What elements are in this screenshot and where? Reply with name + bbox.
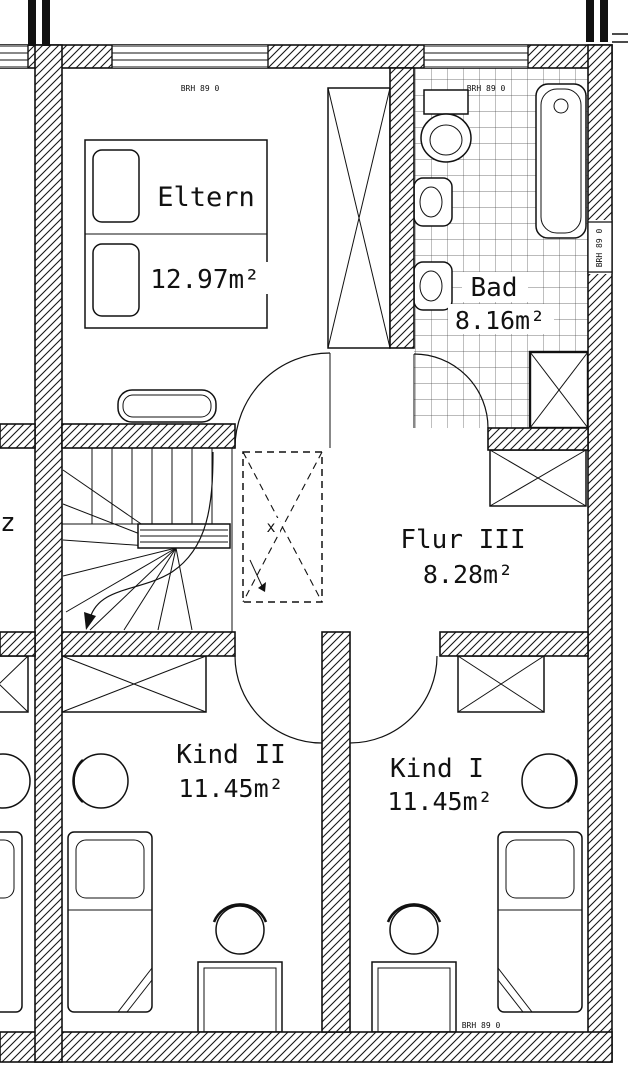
shower-icon (528, 350, 590, 430)
wall-bad-bottom (487, 427, 589, 451)
door-kind1 (349, 655, 438, 744)
eltern-double-bed (84, 139, 268, 329)
wall-flur-kind-right (439, 631, 589, 657)
flur-room-label: Flur III (400, 525, 525, 555)
kind2-area-label: 11.45m² (178, 774, 283, 803)
kind1-desk (371, 961, 457, 1033)
kind2-wardrobe (61, 655, 207, 713)
window-bad (423, 45, 529, 68)
door-kind2 (234, 655, 323, 744)
wall-eltern-bad (389, 67, 415, 349)
upper-wall-stubs (28, 0, 628, 46)
walls (0, 44, 613, 1063)
flur-wardrobe (489, 449, 587, 507)
eltern-wardrobe (327, 87, 391, 349)
stair-handrail (137, 523, 231, 549)
sink-upper-icon (413, 177, 453, 227)
wall-neighbor-lower (0, 631, 36, 657)
wall-neighbor-mid (0, 423, 36, 449)
brh-annotation-bottom: BRH 89 0 (462, 1021, 501, 1030)
kind2-room-label: Kind II (176, 740, 286, 770)
sink-lower-icon (413, 261, 453, 311)
eltern-area-label: 12.97m² (150, 265, 260, 295)
neighbor-wardrobe-partial (0, 655, 29, 713)
bad-room-label: Bad (471, 273, 518, 303)
eltern-bench (117, 389, 217, 423)
wall-eltern-bottom (61, 423, 236, 449)
shaft-x-mark: x (266, 518, 275, 536)
staircase (62, 448, 233, 632)
stair-direction-arrow (84, 612, 96, 630)
stair-walking-line (89, 451, 214, 619)
brh-annotation-bad: BRH 89 0 (467, 84, 506, 93)
kind2-desk-chair (212, 903, 268, 955)
neighbor-round-chair-partial (0, 753, 31, 809)
kind1-wardrobe (457, 655, 545, 713)
eltern-room-label: Eltern (157, 182, 255, 213)
door-eltern (234, 352, 331, 449)
flur-area-label: 8.28m² (423, 560, 513, 589)
shaft-arrow (258, 582, 266, 592)
neighbor-bed-partial (0, 831, 23, 1013)
window-neighbor (0, 45, 29, 68)
wall-party (34, 44, 63, 1063)
wall-kind-divider (321, 631, 351, 1033)
wall-right (587, 44, 613, 1063)
kind2-bed (67, 831, 153, 1013)
room-labels: Eltern 12.97m² Bad 8.16m² Flur III 8.28m… (140, 180, 554, 816)
kind1-room-label: Kind I (390, 754, 484, 784)
annotation-labels: BRH 89 0 BRH 89 0 BRH 89 0 BRH 89 0 z x (0, 84, 604, 1030)
shaft-dashed-outline (242, 451, 323, 603)
kind1-bed (497, 831, 583, 1013)
window-eltern (111, 45, 269, 68)
kind2-desk (197, 961, 283, 1033)
brh-annotation-right: BRH 89 0 (595, 229, 604, 268)
kind1-area-label: 11.45m² (387, 787, 492, 816)
kind2-round-chair (72, 753, 129, 809)
neighbor-room-label-fragment: z (0, 508, 16, 538)
kind1-desk-chair (386, 903, 442, 955)
wall-bottom (0, 1031, 613, 1063)
door-bad (413, 353, 489, 429)
bathtub-icon (535, 83, 587, 239)
brh-annotation-eltern: BRH 89 0 (181, 84, 220, 93)
window-right-wall (587, 220, 613, 274)
bad-area-label: 8.16m² (455, 306, 545, 335)
kind1-round-chair (521, 753, 578, 809)
wall-flur-kind-left (61, 631, 236, 657)
toilet-icon (420, 89, 472, 163)
